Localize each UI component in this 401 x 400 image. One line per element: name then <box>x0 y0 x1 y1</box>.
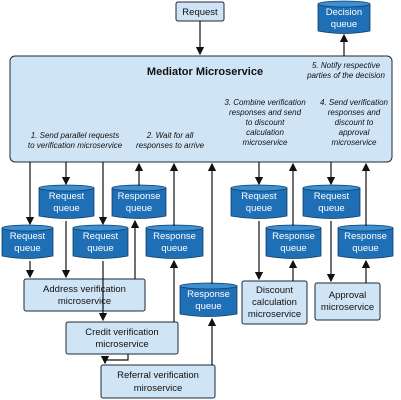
step4-line3: discount to <box>335 118 374 127</box>
step1-line1: 1. Send parallel requests <box>31 131 120 140</box>
request-queue-2: Request queue <box>1 224 54 259</box>
approval-service-line1: Approval <box>329 290 367 301</box>
referral-verification-service: Referral verification miroservice <box>100 364 216 399</box>
response-queue-5: Response queue <box>337 224 394 259</box>
address-service-line2: microservice <box>58 296 111 307</box>
connector-arrows <box>25 21 371 365</box>
request-queue-3-line1: Request <box>83 231 119 242</box>
decision-queue: Decision queue <box>317 0 371 34</box>
step3-line5: microservice <box>243 138 288 147</box>
approval-service: Approval microservice <box>314 282 381 321</box>
step4-line4: approval <box>339 128 370 137</box>
response-queue-3-line2: queue <box>195 301 221 312</box>
request-queue-1-line1: Request <box>49 191 85 202</box>
response-queue-3: Response queue <box>179 282 238 317</box>
request-queue-2-line2: queue <box>14 243 40 254</box>
request-queue-4-line1: Request <box>241 191 277 202</box>
request-queue-3-line2: queue <box>87 243 113 254</box>
discount-service-line3: microservice <box>248 309 301 320</box>
request-queue-4-line2: queue <box>246 203 272 214</box>
response-queue-2-line2: queue <box>161 243 187 254</box>
credit-service-line1: Credit verification <box>85 327 158 338</box>
response-queue-1-line1: Response <box>118 191 161 202</box>
step3-line2: responses and send <box>229 108 302 117</box>
request-queue-1-line2: queue <box>53 203 79 214</box>
referral-service-line2: miroservice <box>134 383 183 394</box>
step3-line1: 3. Combine verification <box>224 98 306 107</box>
request-queue-5: Request queue <box>302 184 361 219</box>
request-queue-4: Request queue <box>230 184 288 219</box>
credit-service-line2: microservice <box>95 339 148 350</box>
mediator-title: Mediator Microservice <box>147 66 263 78</box>
step4-line5: microservice <box>332 138 377 147</box>
step2-line1: 2. Wait for all <box>146 131 194 140</box>
step4-line2: responses and <box>328 108 381 117</box>
response-queue-3-line1: Response <box>187 289 230 300</box>
step3-line4: calculation <box>246 128 284 137</box>
response-queue-1-line2: queue <box>126 203 152 214</box>
request-label: Request <box>182 7 218 18</box>
response-queue-4-line1: Response <box>272 231 315 242</box>
request-queue-2-line1: Request <box>10 231 46 242</box>
request-queue-5-line2: queue <box>318 203 344 214</box>
discount-calculation-service: Discount calculation microservice <box>241 280 308 325</box>
discount-service-line1: Discount <box>256 285 293 296</box>
step5-line1: 5. Notify respective <box>312 61 381 70</box>
step4-line1: 4. Send verification <box>320 98 389 107</box>
response-queue-2-line1: Response <box>153 231 196 242</box>
mediator-box: Mediator Microservice 1. Send parallel r… <box>9 55 393 163</box>
response-queue-1: Response queue <box>111 184 167 219</box>
request-queue-5-line1: Request <box>314 191 350 202</box>
response-queue-2: Response queue <box>145 224 204 259</box>
decision-queue-line1: Decision <box>326 7 362 18</box>
step5-line2: parties of the decision <box>306 71 385 80</box>
decision-queue-line2: queue <box>331 19 357 30</box>
response-queue-5-line1: Response <box>344 231 387 242</box>
request-queue-3: Request queue <box>72 224 129 259</box>
referral-service-line1: Referral verification <box>117 370 199 381</box>
credit-verification-service: Credit verification microservice <box>65 321 179 355</box>
address-verification-service: Address verification microservice <box>23 278 146 312</box>
response-queue-5-line2: queue <box>352 243 378 254</box>
request-queue-1: Request queue <box>38 184 95 219</box>
request-box: Request <box>175 1 225 22</box>
approval-service-line2: microservice <box>321 302 374 313</box>
response-queue-4: Response queue <box>265 224 322 259</box>
step1-line2: to verification microservice <box>28 141 123 150</box>
discount-service-line2: calculation <box>252 297 297 308</box>
address-service-line1: Address verification <box>43 284 126 295</box>
step3-line3: to discount <box>246 118 285 127</box>
response-queue-4-line2: queue <box>280 243 306 254</box>
step2-line2: responses to arrive <box>136 141 205 150</box>
